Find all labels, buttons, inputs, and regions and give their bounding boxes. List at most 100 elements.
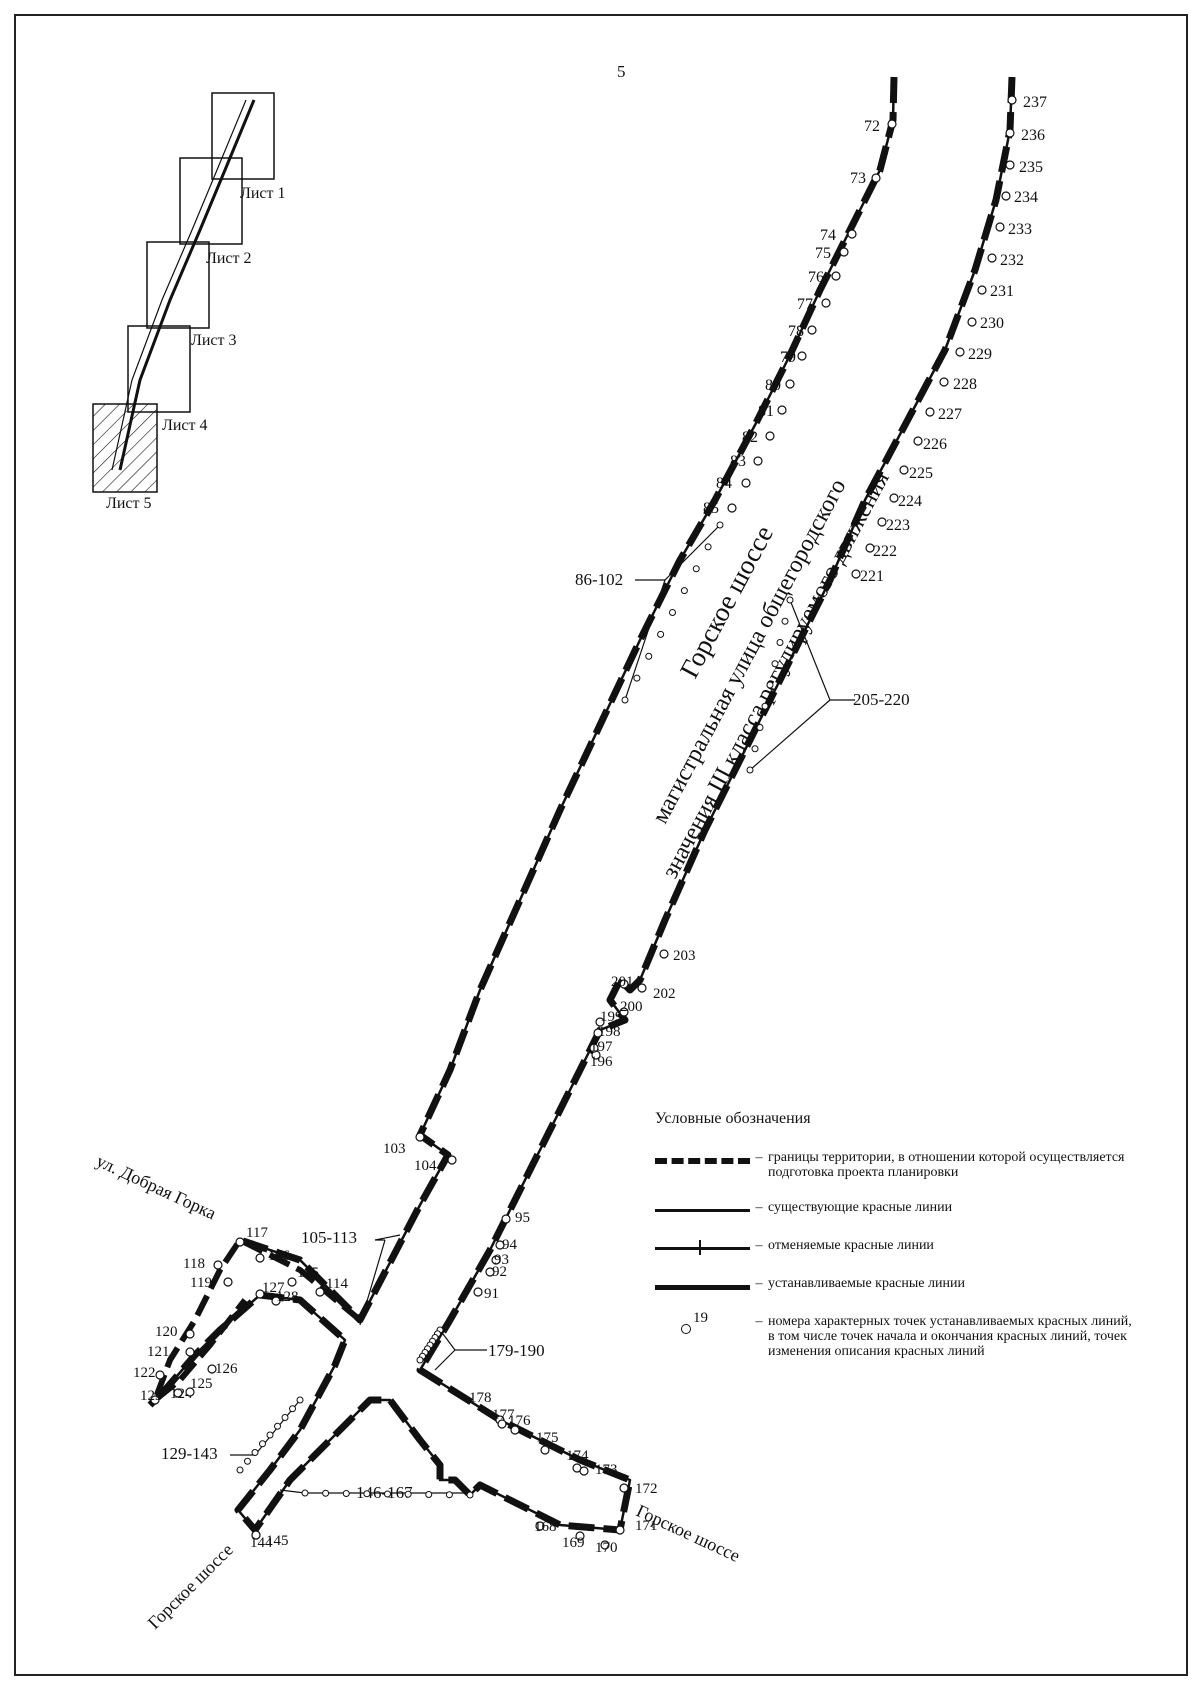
point-label: 72	[864, 118, 880, 135]
page-number: 5	[617, 62, 626, 81]
legend-text-point: номера характерных точек устанавливаемых…	[768, 1314, 1132, 1359]
point-label: 145	[266, 1533, 289, 1549]
legend-text-boundary: границы территории, в отношении которой …	[768, 1150, 1125, 1180]
point-label: 91	[484, 1286, 499, 1302]
point-label: 122	[133, 1365, 156, 1381]
range-label-179-190: 179-190	[488, 1341, 545, 1360]
range-point-marker	[363, 1490, 371, 1498]
point-marker	[619, 1007, 629, 1017]
point-label: 94	[502, 1237, 518, 1253]
point-label: 170	[595, 1540, 618, 1556]
point-label: 125	[190, 1376, 213, 1392]
point-marker	[540, 1445, 550, 1455]
existing-red-line-symbol	[655, 1200, 750, 1218]
point-marker	[589, 1043, 599, 1053]
point-label: 114	[326, 1276, 348, 1292]
sheet-frame	[14, 14, 1188, 1676]
point-marker	[741, 478, 751, 488]
point-label: 116	[268, 1248, 290, 1264]
point-marker	[1005, 160, 1015, 170]
point-marker	[887, 119, 897, 129]
right-line-point-labels: 2212222232242252262272282292302312322332…	[851, 94, 1047, 585]
point-marker	[865, 543, 875, 553]
range-point-marker	[680, 587, 688, 595]
point-circle-icon	[681, 1324, 691, 1334]
index-map	[92, 92, 275, 493]
point-label: 200	[620, 999, 643, 1015]
range-point-marker	[746, 766, 754, 774]
point-label: 202	[653, 986, 676, 1002]
point-label: 224	[898, 493, 922, 510]
cancelled-red-line-symbol	[655, 1238, 750, 1256]
point-marker	[1001, 191, 1011, 201]
point-label: 234	[1014, 189, 1038, 206]
point-label: 231	[990, 283, 1014, 300]
legend-row-established: – устанавливаемые красные линии	[655, 1276, 1175, 1294]
point-label: 73	[850, 170, 866, 187]
point-label: 117	[246, 1225, 268, 1241]
point-label: 199	[600, 1009, 623, 1025]
point-marker	[150, 1395, 160, 1405]
range-point-marker	[244, 1457, 251, 1465]
point-marker	[1007, 95, 1017, 105]
point-label: 176	[508, 1413, 531, 1429]
point-label: 80	[765, 377, 781, 394]
legend-text-cancelled: отменяемые красные линии	[768, 1238, 934, 1253]
range-point-marker	[466, 1491, 474, 1499]
range-point-marker	[669, 609, 676, 616]
range-point-marker	[751, 745, 759, 753]
range-label-129-143: 129-143	[161, 1444, 218, 1463]
point-marker	[955, 347, 965, 357]
range-point-marker	[692, 565, 700, 573]
point-label: 126	[215, 1361, 238, 1377]
point-marker	[271, 1296, 281, 1306]
point-marker	[255, 1289, 265, 1299]
point-marker	[871, 173, 881, 183]
sheet-label-2: Лист 2	[206, 250, 252, 267]
legend-row-boundary: – границы территории, в отношении которо…	[655, 1150, 1175, 1180]
point-marker	[575, 1531, 585, 1541]
range-point-marker	[289, 1405, 296, 1413]
point-label: 236	[1021, 127, 1045, 144]
point-label: 115	[297, 1265, 319, 1281]
point-label: 230	[980, 315, 1004, 332]
point-marker	[619, 979, 629, 989]
point-label: 144	[250, 1535, 273, 1551]
legend-text-established: устанавливаемые красные линии	[768, 1276, 965, 1291]
range-point-marker	[236, 1466, 244, 1474]
legend-row-existing: – существующие красные линии	[655, 1200, 1175, 1218]
range-point-marker	[761, 702, 769, 710]
point-marker	[593, 1028, 603, 1038]
point-label: 233	[1008, 221, 1032, 238]
point-label: 232	[1000, 252, 1024, 269]
point-label: 226	[923, 436, 947, 453]
range-point-marker	[781, 617, 789, 625]
point-marker	[659, 949, 669, 959]
point-label: 175	[536, 1430, 559, 1446]
point-marker	[727, 503, 737, 513]
point-label: 83	[730, 453, 746, 470]
legend: Условные обозначения – границы территори…	[655, 1110, 1175, 1379]
range-point-marker	[716, 521, 724, 529]
range-point-marker	[771, 660, 779, 668]
point-label: 95	[515, 1210, 530, 1226]
range-label-86-102: 86-102	[575, 570, 623, 589]
point-marker	[977, 285, 987, 295]
point-marker	[495, 1240, 505, 1250]
point-label: 178	[469, 1390, 492, 1406]
point-label: 237	[1023, 94, 1047, 111]
range-point-marker	[645, 652, 653, 660]
legend-title: Условные обозначения	[655, 1110, 811, 1127]
point-label: 78	[788, 323, 804, 340]
dobraya-gorka-red-line	[152, 1237, 362, 1403]
sheet-label-4: Лист 4	[162, 417, 208, 434]
point-marker	[223, 1277, 233, 1287]
point-label: 197	[590, 1039, 613, 1055]
point-marker	[851, 569, 861, 579]
point-marker	[185, 1329, 195, 1339]
range-point-marker	[281, 1414, 289, 1421]
point-label: 81	[758, 403, 774, 420]
point-marker	[485, 1267, 495, 1277]
